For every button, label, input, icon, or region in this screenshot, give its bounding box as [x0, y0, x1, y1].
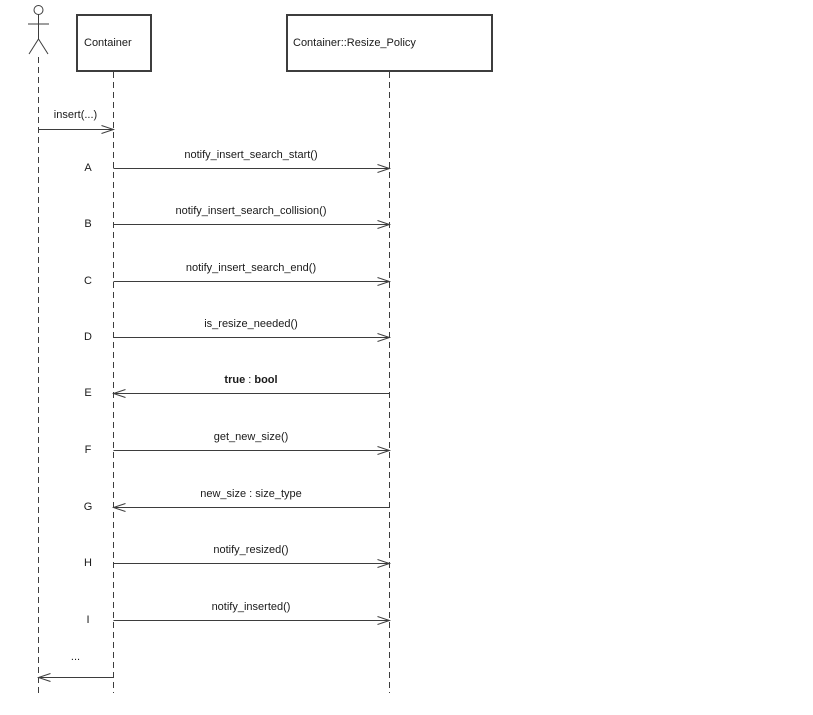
message-label-get-new-size: get_new_size()	[213, 431, 289, 443]
return-separator: :	[245, 374, 255, 386]
return-value-true: true	[224, 374, 246, 386]
participant-label-container: Container	[84, 37, 132, 49]
sequence-letter-a: A	[84, 162, 92, 174]
participant-label-resize-policy: Container::Resize_Policy	[293, 37, 416, 49]
message-label-notify-insert-search-collision: notify_insert_search_collision()	[175, 205, 327, 217]
message-arrow-return-true-bool	[111, 389, 390, 398]
message-arrow-is-resize-needed	[113, 333, 392, 342]
message-arrow-notify-insert-search-start	[113, 164, 392, 173]
return-type-bool: bool	[254, 374, 278, 386]
message-label-return-new-size: new_size : size_type	[200, 488, 302, 500]
message-label-insert: insert(...)	[53, 109, 98, 121]
message-label-notify-insert-search-start: notify_insert_search_start()	[184, 149, 318, 161]
message-arrow-notify-inserted	[113, 616, 392, 625]
sequence-letter-b: B	[84, 218, 92, 230]
message-arrow-notify-insert-search-end	[113, 277, 392, 286]
message-label-ellipsis: ...	[70, 651, 81, 663]
participant-box-container: Container	[76, 14, 152, 72]
message-arrow-notify-resized	[113, 559, 392, 568]
sequence-letter-d: D	[84, 331, 92, 343]
message-arrow-return-new-size	[111, 503, 390, 512]
message-arrow-notify-insert-search-collision	[113, 220, 392, 229]
participant-box-resize-policy: Container::Resize_Policy	[286, 14, 493, 72]
sequence-letter-i: I	[86, 614, 90, 626]
sequence-letter-f: F	[84, 444, 92, 456]
actor-icon	[28, 5, 49, 55]
message-label-notify-insert-search-end: notify_insert_search_end()	[185, 262, 317, 274]
sequence-letter-g: G	[83, 501, 93, 513]
sequence-letter-h: H	[84, 557, 92, 569]
sequence-letter-e: E	[84, 387, 92, 399]
message-label-is-resize-needed: is_resize_needed()	[204, 318, 298, 330]
message-label-notify-inserted: notify_inserted()	[211, 601, 291, 613]
message-arrow-get-new-size	[113, 446, 392, 455]
message-arrow-final-return	[36, 673, 114, 682]
message-label-return-true-bool: true : bool	[113, 374, 389, 387]
sequence-letter-c: C	[84, 275, 92, 287]
message-arrow-insert	[38, 125, 116, 134]
message-label-notify-resized: notify_resized()	[213, 544, 289, 556]
